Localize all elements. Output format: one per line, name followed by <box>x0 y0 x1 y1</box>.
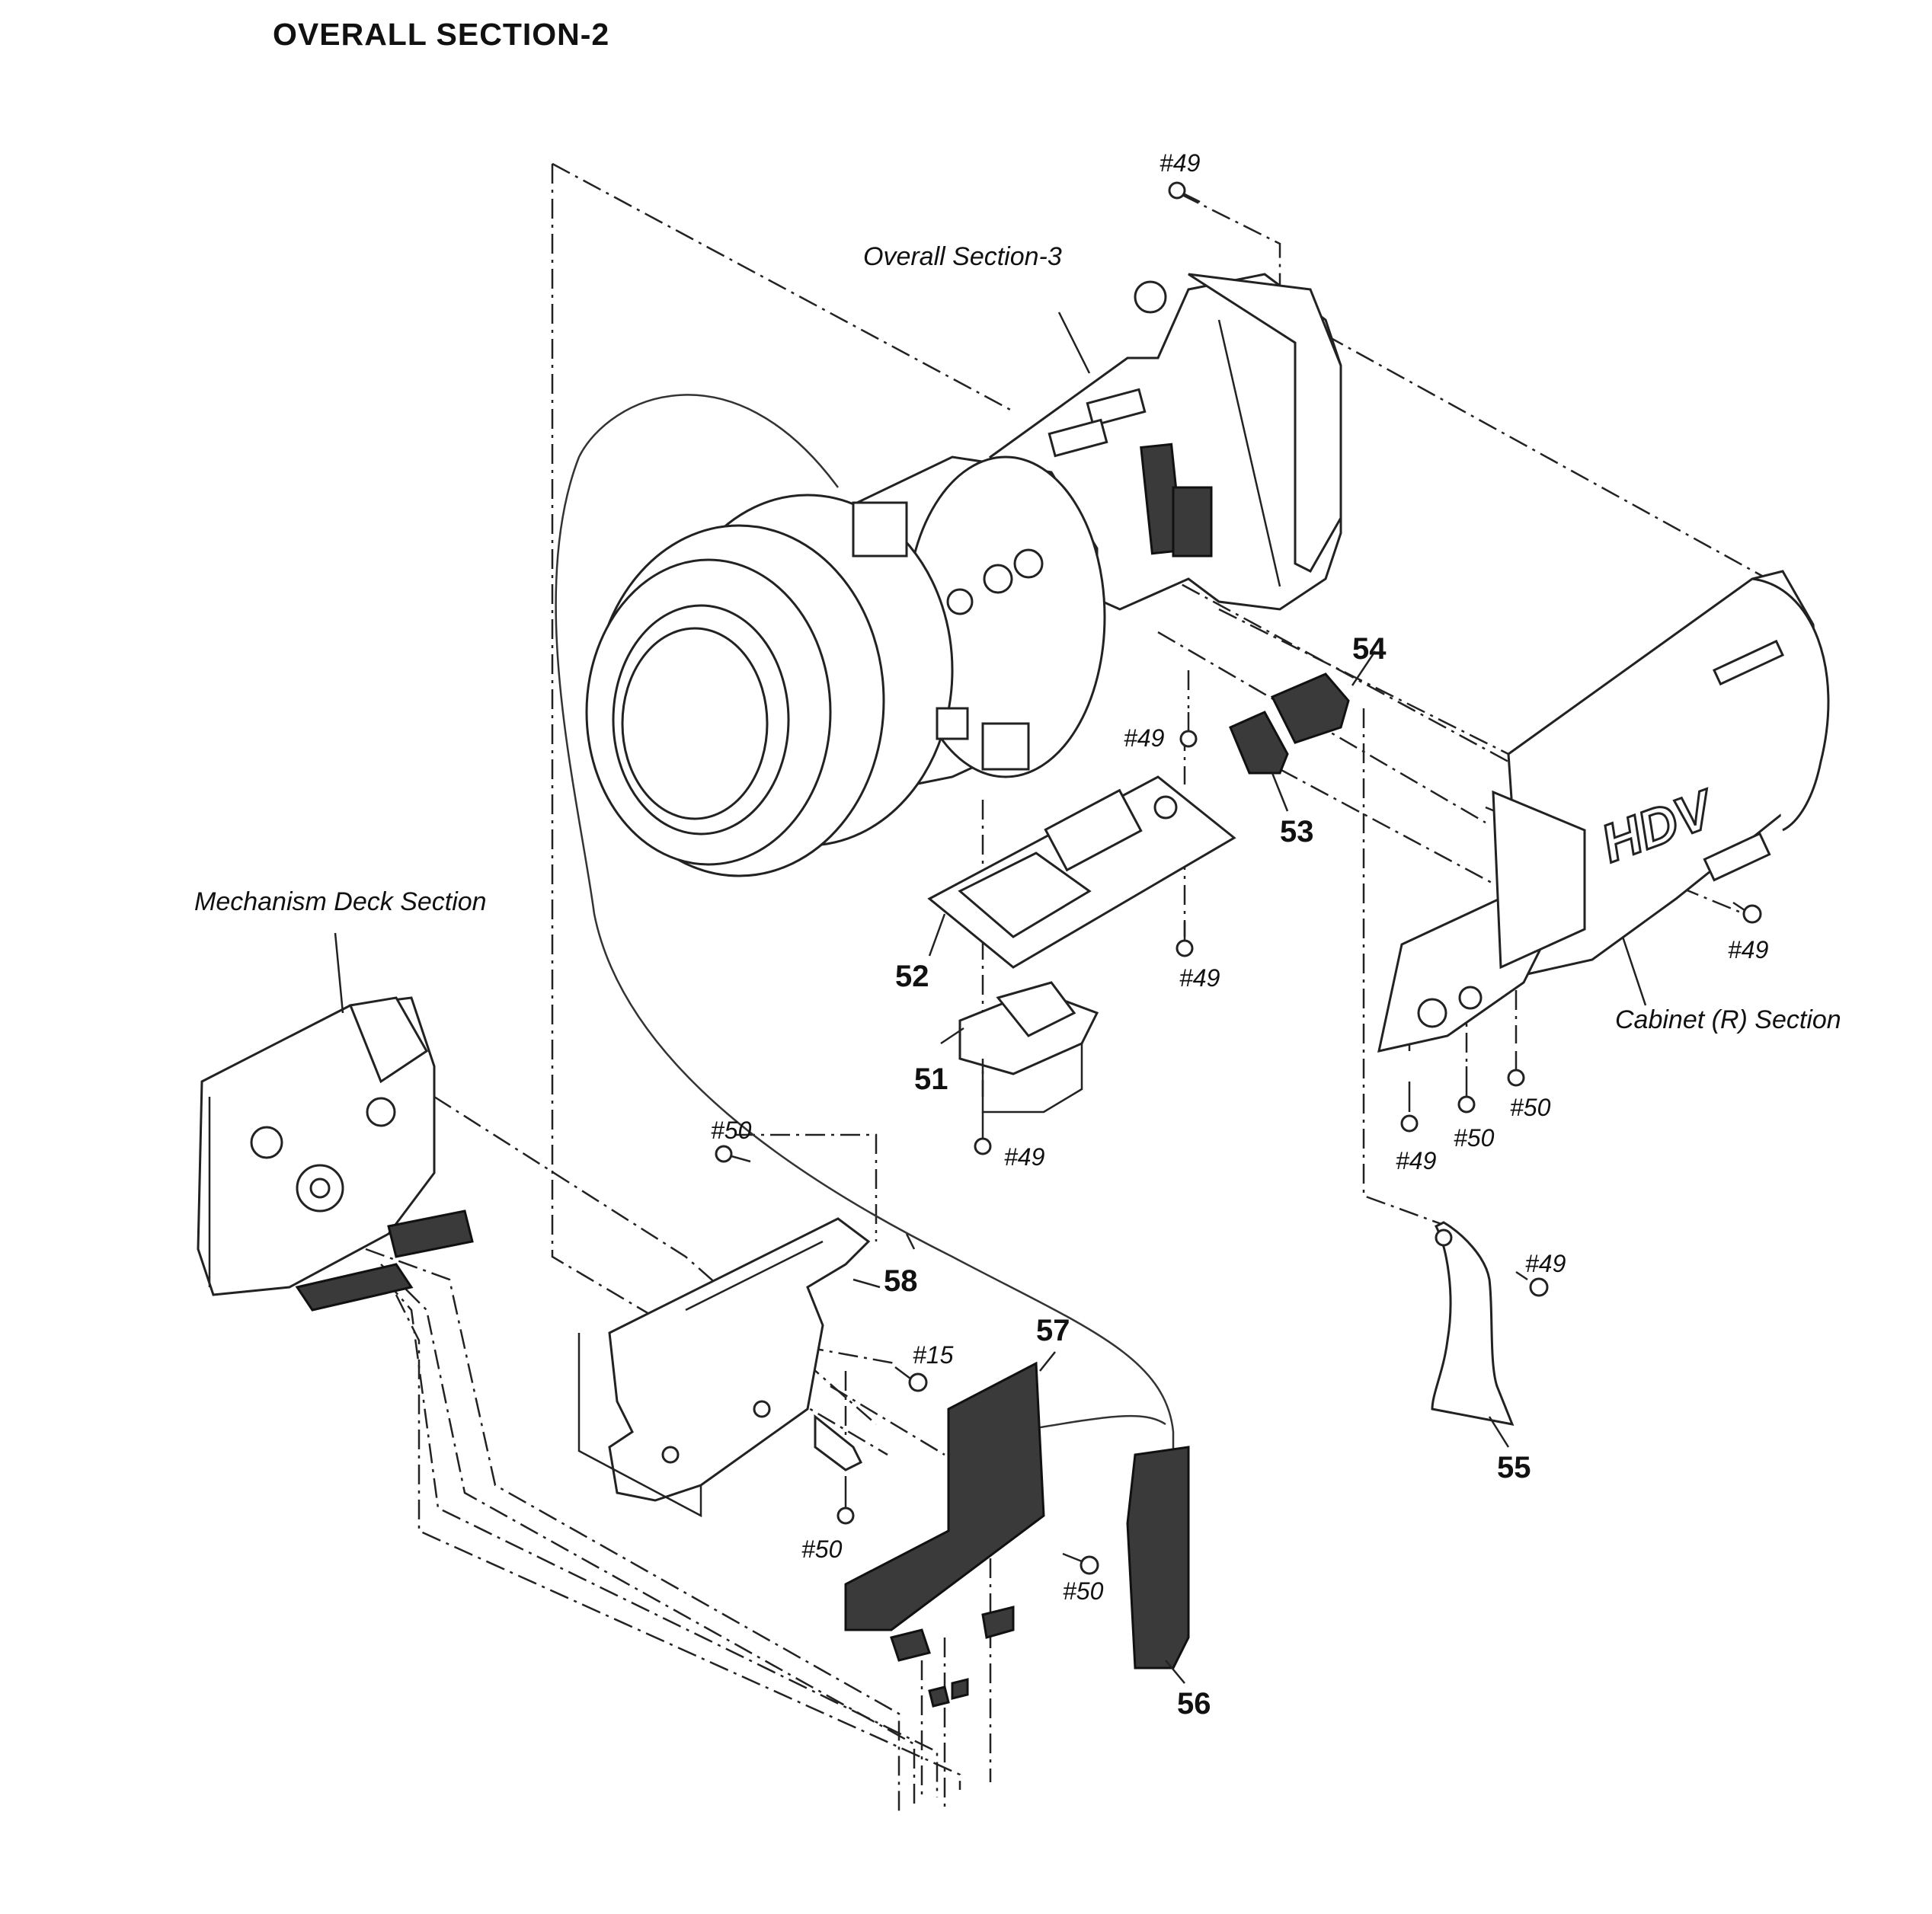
screw-label-49: #49 <box>1124 724 1165 752</box>
screw-icon <box>1176 922 1194 957</box>
screw-icon <box>1457 1066 1476 1114</box>
cabinet-r-section <box>1377 570 1830 1053</box>
screw-label-50: #50 <box>801 1535 843 1563</box>
screw-icon <box>715 1145 751 1163</box>
part-label-52: 52 <box>895 960 929 993</box>
screw-label-49: #49 <box>1525 1250 1566 1277</box>
part-54 <box>1270 673 1350 744</box>
screw-icon <box>1507 1051 1525 1087</box>
part-51 <box>958 981 1099 1114</box>
screw-icon <box>974 1112 992 1155</box>
leader-lines <box>334 312 1647 1684</box>
screw-label-50: #50 <box>1454 1124 1495 1152</box>
screw-icon <box>1179 712 1198 748</box>
screw-label-15: #15 <box>913 1341 954 1369</box>
screws <box>715 181 1762 1575</box>
part-53 <box>1229 711 1289 775</box>
part-label-55: 55 <box>1497 1451 1531 1484</box>
screw-icon <box>1168 181 1201 203</box>
screw-label-50: #50 <box>711 1117 752 1144</box>
mechanism-deck-section-label: Mechanism Deck Section <box>194 887 487 916</box>
screw-icon <box>1515 1270 1549 1297</box>
part-52 <box>927 775 1236 969</box>
part-57 <box>844 1361 1045 1708</box>
part-56 <box>1126 1446 1190 1670</box>
mechanism-deck-section <box>197 996 474 1312</box>
lens-barrel <box>585 455 1106 877</box>
screw-icon <box>894 1366 928 1392</box>
screw-label-50: #50 <box>1063 1577 1104 1605</box>
screw-label-49: #49 <box>1396 1147 1437 1174</box>
part-label-57: 57 <box>1036 1314 1070 1347</box>
screw-icon <box>836 1485 855 1525</box>
page-title: OVERALL SECTION-2 <box>273 17 610 52</box>
part-label-51: 51 <box>914 1062 948 1096</box>
part-label-54: 54 <box>1352 632 1387 666</box>
overall-section-3-label: Overall Section-3 <box>863 242 1062 271</box>
screw-label-49: #49 <box>1004 1143 1045 1171</box>
screw-icon <box>1400 1082 1419 1133</box>
part-label-56: 56 <box>1177 1687 1211 1721</box>
part-label-58: 58 <box>884 1264 918 1298</box>
screw-label-49: #49 <box>1728 936 1769 963</box>
screw-icon <box>1062 1552 1099 1575</box>
screw-label-50: #50 <box>1510 1094 1551 1121</box>
part-55 <box>1431 1221 1515 1426</box>
cabinet-r-section-label: Cabinet (R) Section <box>1615 1005 1841 1034</box>
part-label-53: 53 <box>1280 815 1314 848</box>
screw-icon <box>1732 901 1762 924</box>
screw-label-49: #49 <box>1160 149 1201 177</box>
flex-routing-curve <box>555 394 1175 1493</box>
part-58 <box>577 1217 871 1518</box>
screw-label-49: #49 <box>1179 964 1220 992</box>
